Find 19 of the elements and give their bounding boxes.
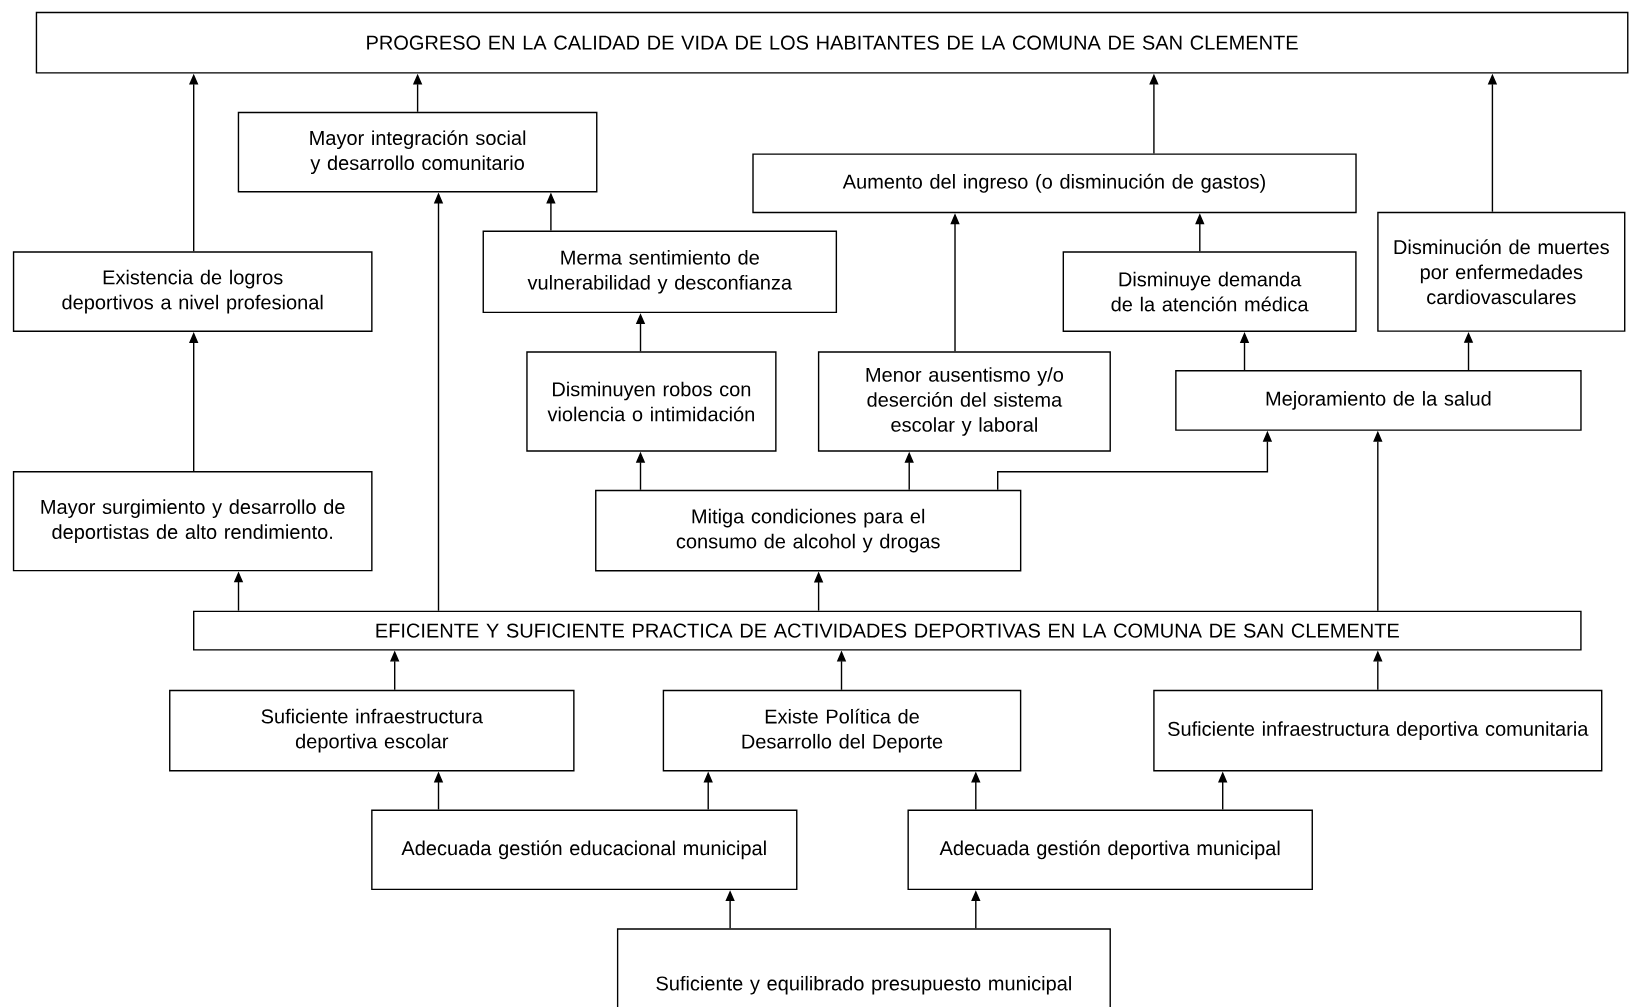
text-box: Suficiente y equilibrado presupuesto municipal — [616, 928, 1111, 1007]
text-box: Mejoramiento de la salud — [1175, 370, 1582, 431]
text-box: Suficiente infraestructura deportiva escolar — [169, 689, 575, 772]
text-box: Mayor integración social y desarrollo comunitario — [237, 111, 598, 193]
text-box: Adecuada gestión deportiva municipal — [907, 809, 1313, 891]
text-box: Disminuyen robos con violencia o intimidación — [526, 351, 777, 452]
text-box: PROGRESO EN LA CALIDAD DE VIDA DE LOS HABITANTES DE LA COMUNA DE SAN CLEMENTE — [35, 11, 1629, 74]
text-box: Suficiente infraestructura deportiva comunitaria — [1153, 689, 1603, 772]
text-box: Disminución de muertes por enfermedades cardiovasculares — [1377, 211, 1626, 332]
text-box: EFICIENTE Y SUFICIENTE PRACTICA DE ACTIVIDADES DEPORTIVAS EN LA COMUNA DE SAN CLEMENTE — [193, 610, 1582, 651]
text-box: Mitiga condiciones para el consumo de alcohol y drogas — [595, 489, 1022, 572]
text-box: Existe Política de Desarrollo del Deporte — [662, 689, 1022, 772]
text-box: Adecuada gestión educacional municipal — [371, 809, 798, 891]
text-box: Mayor surgimiento y desarrollo de deportistas de alto rendimiento. — [12, 471, 373, 572]
text-box: Merma sentimiento de vulnerabilidad y desconfianza — [482, 230, 838, 314]
text-box: Disminuye demanda de la atención médica — [1062, 251, 1357, 332]
text-box: Aumento del ingreso (o disminución de gastos) — [752, 153, 1357, 214]
text-box: Existencia de logros deportivos a nivel profesional — [12, 251, 373, 332]
text-box: Menor ausentismo y/o deserción del sistema escolar y laboral — [817, 351, 1111, 452]
